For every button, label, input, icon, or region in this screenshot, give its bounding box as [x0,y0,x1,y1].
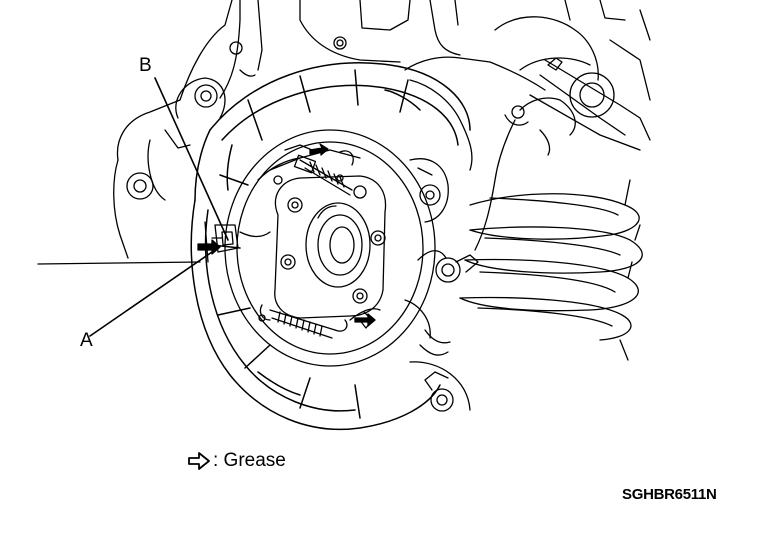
leader-line-a [89,251,213,337]
grease-arrow-marks [197,143,376,327]
horizontal-ground-line [37,261,201,265]
callout-label-a: A [80,330,93,351]
legend: : Grease [188,450,286,472]
leader-line-b [154,77,229,241]
coil-spring [459,179,643,361]
upper-return-spring [269,144,361,196]
strut-housing [404,0,651,171]
knuckle-housing [113,0,411,259]
legend-text: : Grease [213,450,286,471]
backing-plate [190,62,471,431]
lower-return-spring [258,304,381,339]
caliper-bracket [404,158,479,412]
callout-label-b: B [139,55,152,76]
figure-code: SGHBR6511N [622,486,717,503]
wheel-hub [274,175,387,319]
grease-arrow-icon [188,452,210,470]
